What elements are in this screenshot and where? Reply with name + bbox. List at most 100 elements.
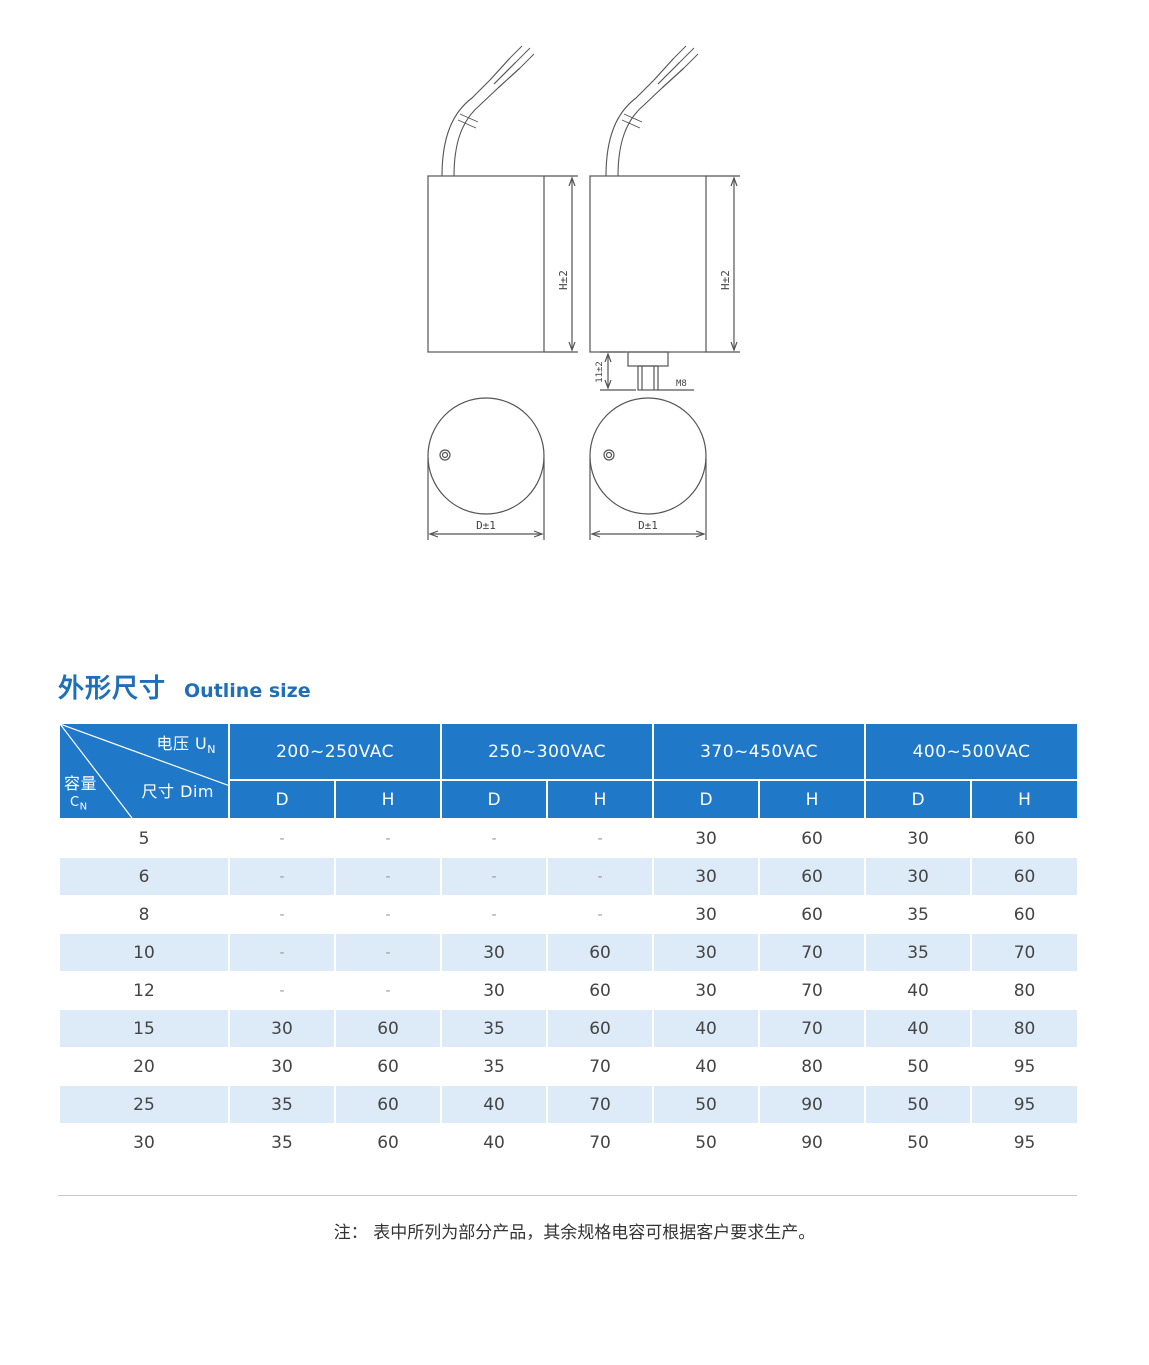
capacity-cell: 10 xyxy=(58,933,230,972)
corner-dim-label: 尺寸 Dim xyxy=(141,782,214,801)
capacity-cell: 6 xyxy=(58,857,230,896)
dimension-cell: 95 xyxy=(970,1085,1080,1124)
thread-label: M8 xyxy=(676,379,687,389)
sub-header: D xyxy=(440,779,549,820)
footnote: 注： 表中所列为部分产品，其余规格电容可根据客户要求生产。 xyxy=(333,1223,816,1243)
dimension-cell: 70 xyxy=(546,1047,655,1086)
dimension-cell: 30 xyxy=(864,818,973,858)
dimension-cell: 40 xyxy=(652,1009,761,1048)
dimension-cell: 70 xyxy=(970,933,1080,972)
dimension-cell: 95 xyxy=(970,1123,1080,1162)
dimension-cell: 60 xyxy=(758,818,867,858)
dimension-cell: 70 xyxy=(758,933,867,972)
dimension-cell: 30 xyxy=(440,971,549,1010)
capacity-cell: 20 xyxy=(58,1047,230,1086)
divider xyxy=(58,1195,1077,1196)
dimension-cell: 50 xyxy=(864,1047,973,1086)
dimension-cell: - xyxy=(333,971,443,1010)
dimension-cell: - xyxy=(228,895,336,934)
dimension-cell: 40 xyxy=(864,971,973,1010)
dimension-cell: 30 xyxy=(864,857,973,896)
dimension-cell: 40 xyxy=(864,1009,973,1048)
capacity-cell: 25 xyxy=(58,1085,230,1124)
section-title-cn: 外形尺寸 xyxy=(58,674,167,704)
dimension-cell: - xyxy=(440,895,549,934)
corner-capacity-symbol: CN xyxy=(70,795,88,813)
capacity-cell: 30 xyxy=(58,1123,230,1162)
capacity-cell: 8 xyxy=(58,895,230,934)
dimension-cell: 30 xyxy=(652,818,761,858)
sub-header: D xyxy=(864,779,973,820)
dimension-cell: 35 xyxy=(440,1047,549,1086)
sub-header: H xyxy=(546,779,655,820)
dimension-cell: 30 xyxy=(652,857,761,896)
voltage-group-header: 250~300VAC xyxy=(440,721,655,782)
corner-voltage-label: 电压 UN xyxy=(156,734,216,757)
dimension-cell: 50 xyxy=(652,1085,761,1124)
right-height-dimension xyxy=(706,175,740,353)
mounting-stud xyxy=(600,351,694,391)
sub-header: D xyxy=(228,779,336,820)
dimension-cell: - xyxy=(333,933,443,972)
dimension-cell: 60 xyxy=(970,857,1080,896)
dimension-cell: 30 xyxy=(652,971,761,1010)
dimension-cell: 70 xyxy=(546,1085,655,1124)
dimension-cell: - xyxy=(440,857,549,896)
dimension-cell: 80 xyxy=(970,971,1080,1010)
dimension-cell: 90 xyxy=(758,1085,867,1124)
dimension-cell: 60 xyxy=(333,1123,443,1162)
right-diameter-label: D±1 xyxy=(638,519,658,532)
dimension-cell: 40 xyxy=(440,1085,549,1124)
dimension-cell: - xyxy=(546,895,655,934)
dimension-cell: 35 xyxy=(228,1085,336,1124)
dimension-cell: 60 xyxy=(758,895,867,934)
dimension-cell: 40 xyxy=(652,1047,761,1086)
left-height-label: H±2 xyxy=(557,270,570,290)
dimension-cell: 95 xyxy=(970,1047,1080,1086)
sub-header: H xyxy=(333,779,443,820)
voltage-group-header: 400~500VAC xyxy=(864,721,1080,782)
dimension-cell: - xyxy=(546,857,655,896)
left-height-dimension xyxy=(544,175,578,353)
dimension-cell: - xyxy=(546,818,655,858)
left-body xyxy=(427,175,545,353)
dimension-cell: 60 xyxy=(333,1047,443,1086)
right-body xyxy=(589,175,707,353)
dimension-cell: 60 xyxy=(546,933,655,972)
dimension-cell: 60 xyxy=(333,1009,443,1048)
dimension-cell: 40 xyxy=(440,1123,549,1162)
outline-size-table: 电压 UN 尺寸 Dim 容量 CN 200~250VAC 250~300VAC… xyxy=(58,721,1080,1162)
dimension-cell: 80 xyxy=(758,1047,867,1086)
dimension-cell: 35 xyxy=(864,895,973,934)
dimension-cell: 50 xyxy=(652,1123,761,1162)
table-corner-header: 电压 UN 尺寸 Dim 容量 CN xyxy=(58,722,230,820)
dimension-cell: - xyxy=(440,818,549,858)
section-title: 外形尺寸 Outline size xyxy=(58,668,311,705)
dimension-cell: 60 xyxy=(970,895,1080,934)
voltage-group-header: 200~250VAC xyxy=(227,721,443,782)
dimension-cell: 35 xyxy=(864,933,973,972)
dimension-cell: 70 xyxy=(546,1123,655,1162)
dimension-cell: 50 xyxy=(864,1123,973,1162)
dimension-cell: 50 xyxy=(864,1085,973,1124)
section-title-en: Outline size xyxy=(184,680,311,702)
capacity-cell: 5 xyxy=(58,818,230,858)
left-diameter-label: D±1 xyxy=(476,519,496,532)
dimension-cell: - xyxy=(228,971,336,1010)
voltage-group-header: 370~450VAC xyxy=(652,721,867,782)
corner-capacity-label: 容量 xyxy=(64,774,98,793)
dimension-cell: - xyxy=(228,933,336,972)
dimension-cell: 70 xyxy=(758,1009,867,1048)
sub-header: H xyxy=(970,779,1080,820)
dimension-cell: 35 xyxy=(228,1123,336,1162)
dimension-cell: - xyxy=(228,818,336,858)
outline-drawing: H±2 H±2 11±2 M8 D±1 D±1 xyxy=(427,45,740,540)
right-height-label: H±2 xyxy=(719,270,732,290)
sub-header: H xyxy=(758,779,867,820)
